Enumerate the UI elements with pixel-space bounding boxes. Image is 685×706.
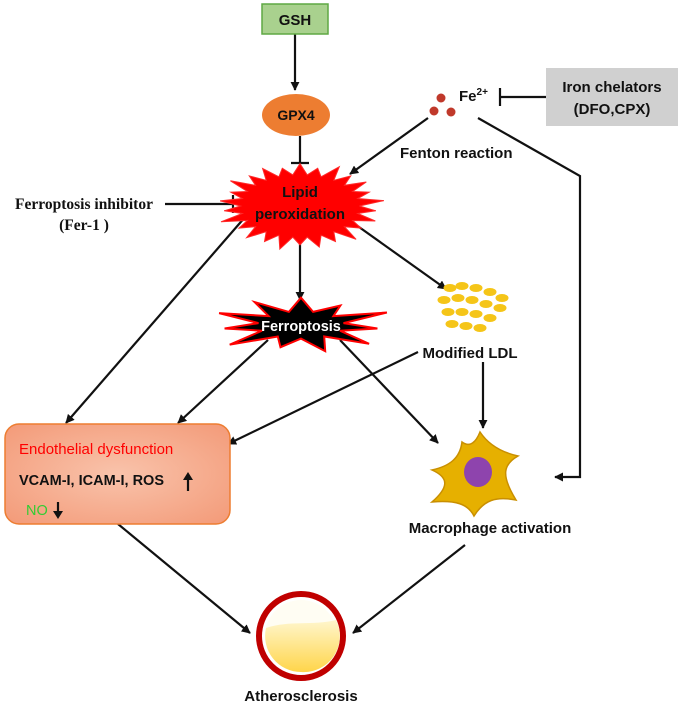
ferroptosis-inhibitor-label-1: Ferroptosis inhibitor bbox=[15, 196, 153, 213]
ldl-particle bbox=[479, 300, 493, 308]
iron-chelators-node: Iron chelators (DFO,CPX) bbox=[546, 68, 678, 126]
ldl-particle bbox=[455, 308, 469, 316]
arrow-fe-to-macrophage bbox=[477, 117, 582, 482]
atherosclerosis-label: Atherosclerosis bbox=[244, 688, 357, 705]
up-arrow-icon bbox=[183, 472, 193, 491]
ldl-particle bbox=[473, 324, 487, 332]
ldl-particles bbox=[437, 282, 509, 332]
gpx4-node: GPX4 bbox=[262, 94, 330, 136]
arrow-ferroptosis-to-macrophage bbox=[339, 339, 439, 444]
arrow-ferroptosis-to-endothelial bbox=[177, 339, 269, 424]
plaque bbox=[265, 620, 340, 673]
iron-label: Fe2+ bbox=[459, 87, 488, 105]
endothelial-markers: VCAM-I, ICAM-I, ROS bbox=[19, 473, 164, 489]
ldl-particle bbox=[483, 314, 497, 322]
arrow-lipid-to-ldl bbox=[351, 221, 447, 290]
macrophage-label: Macrophage activation bbox=[409, 520, 572, 537]
gsh-node: GSH bbox=[261, 3, 329, 35]
ldl-particle bbox=[495, 294, 509, 302]
endothelial-dysfunction-node: Endothelial dysfunction VCAM-I, ICAM-I, … bbox=[4, 423, 231, 525]
ldl-particle bbox=[465, 296, 479, 304]
iron-dot bbox=[446, 107, 456, 117]
macrophage-node: Macrophage activation bbox=[409, 430, 572, 537]
arrow-lipid-to-endothelial bbox=[65, 215, 247, 424]
ldl-particle bbox=[493, 304, 507, 312]
connectors bbox=[65, 34, 582, 634]
gsh-label: GSH bbox=[279, 12, 312, 29]
modified-ldl-node: Modified LDL bbox=[423, 282, 518, 362]
ldl-particle bbox=[445, 320, 459, 328]
lipid-peroxidation-node: Lipid peroxidation bbox=[219, 162, 385, 251]
lipid-label-1: Lipid bbox=[282, 184, 318, 201]
ldl-particle bbox=[469, 284, 483, 292]
lipid-label-2: peroxidation bbox=[255, 206, 345, 223]
iron-dot bbox=[429, 106, 439, 116]
ldl-particle bbox=[483, 288, 497, 296]
ldl-particle bbox=[459, 322, 473, 330]
arrow-macrophage-to-athero bbox=[352, 544, 466, 634]
ldl-particle bbox=[451, 294, 465, 302]
iron-chelators-label-2: (DFO,CPX) bbox=[574, 101, 651, 118]
ldl-particle bbox=[441, 308, 455, 316]
iron-node: Fe2+ bbox=[429, 87, 488, 117]
ferroptosis-inhibitor-label-2: (Fer-1 ) bbox=[59, 217, 109, 234]
iron-chelators-label-1: Iron chelators bbox=[562, 79, 661, 96]
down-arrow-icon bbox=[53, 502, 63, 519]
ferroptosis-starburst bbox=[218, 296, 388, 353]
lipid-starburst bbox=[219, 162, 385, 251]
macrophage-nucleus bbox=[464, 457, 492, 487]
arrow-ldl-to-endothelial bbox=[227, 351, 419, 445]
ldl-particle bbox=[455, 282, 469, 290]
ldl-particle bbox=[469, 310, 483, 318]
ldl-particle bbox=[437, 296, 451, 304]
iron-dot bbox=[436, 93, 446, 103]
arrow-fe-to-lipid bbox=[349, 117, 429, 175]
fenton-reaction-label: Fenton reaction bbox=[400, 145, 513, 162]
gpx4-label: GPX4 bbox=[277, 107, 315, 123]
ferroptosis-node: Ferroptosis bbox=[218, 296, 388, 353]
atherosclerosis-node: Atherosclerosis bbox=[244, 591, 358, 705]
arrow-endothelial-to-athero bbox=[117, 523, 251, 634]
endothelial-no: NO bbox=[26, 503, 48, 519]
modified-ldl-label: Modified LDL bbox=[423, 345, 518, 362]
ldl-particle bbox=[443, 284, 457, 292]
ferroptosis-label: Ferroptosis bbox=[261, 319, 341, 335]
endothelial-title: Endothelial dysfunction bbox=[19, 441, 173, 458]
